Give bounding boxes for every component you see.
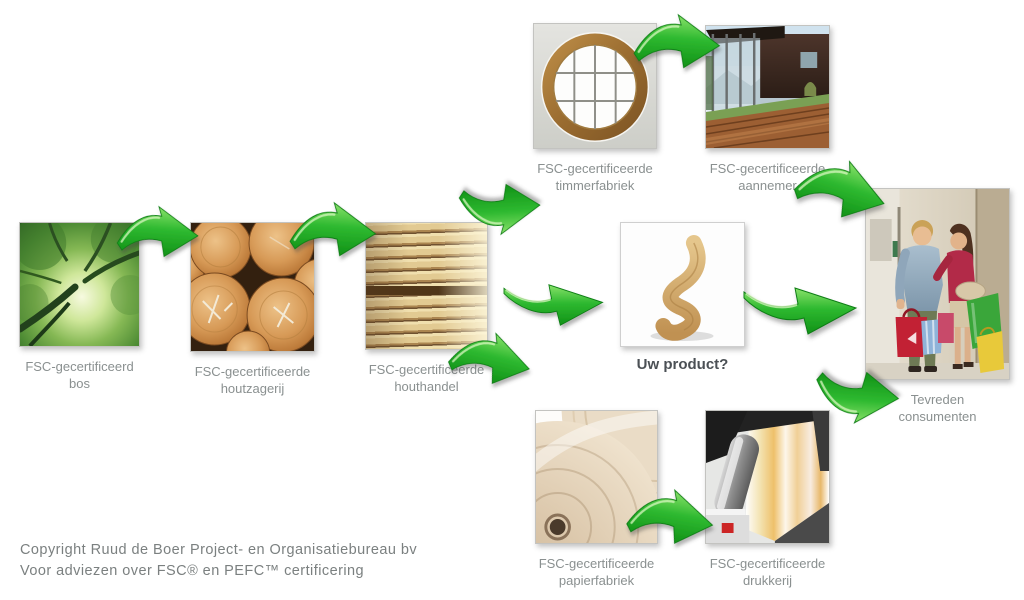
label-line2: houtzagerij [220,381,285,396]
arrow-product-to-consumers [742,286,858,336]
modern-house-illustration [706,26,829,148]
label-line1: FSC-gecertificeerde [709,161,826,176]
node-sawmill: FSC-gecertificeerde houtzagerij [190,222,315,397]
node-contractor: FSC-gecertificeerde aannemer [705,25,830,194]
chair-photo [620,222,745,347]
label-line2: timmerfabriek [555,178,635,193]
label-line2: houthandel [394,379,459,394]
stacked-logs-illustration [191,223,314,351]
copyright-line-2: Voor adviezen over FSC® en PEFC™ certifi… [20,563,365,579]
label-line1: FSC-gecertificeerde [709,556,826,571]
arrow-timber-trade-to-product [502,283,604,327]
shopping-couple-photo [865,188,1010,380]
sawn-timber-illustration [366,223,487,349]
label-drukkerij: FSC-gecertificeerde drukkerij [673,555,863,589]
label-line2: drukkerij [742,573,793,588]
label-aannemer: FSC-gecertificeerde aannemer [673,160,863,194]
label-houtzagerij: FSC-gecertificeerde houtzagerij [158,363,348,397]
round-wooden-window-illustration [534,24,656,148]
label-line1: FSC-gecertificeerde [194,364,311,379]
label-line1: Uw product? [636,356,729,373]
round-window-photo [533,23,657,149]
label-line2: papierfabriek [558,573,635,588]
label-consumenten: Tevreden consumenten [843,391,1024,425]
label-line1: Tevreden [910,392,965,407]
label-line1: FSC-gecertificeerd [25,359,134,374]
forest-photo [19,222,140,347]
label-papierfabriek: FSC-gecertificeerde papierfabriek [502,555,692,589]
printing-press-illustration [706,411,829,543]
copyright-line-1: Copyright Ruud de Boer Project- en Organ… [20,542,418,558]
label-line1: FSC-gecertificeerde [538,556,655,571]
plywood-chair-illustration [621,223,744,346]
label-line2: consumenten [898,409,977,424]
label-timmerfabriek: FSC-gecertificeerde timmerfabriek [500,160,690,194]
logs-photo [190,222,315,352]
paper-rolls-illustration [536,411,657,543]
node-carpentry-factory: FSC-gecertificeerde timmerfabriek [533,23,657,194]
house-photo [705,25,830,149]
label-houthandel: FSC-gecertificeerde houthandel [332,361,522,395]
label-line2: aannemer [738,178,797,193]
node-forest: FSC-gecertificeerd bos [19,222,140,392]
copyright: Copyright Ruud de Boer Project- en Organ… [20,540,417,582]
label-bos: FSC-gecertificeerd bos [0,358,175,392]
label-uw-product: Uw product? [588,356,778,373]
timber-stack-photo [365,222,488,350]
printing-press-photo [705,410,830,544]
shopping-couple-illustration [866,189,1009,379]
paper-rolls-photo [535,410,658,544]
label-line2: bos [69,376,90,391]
label-line1: FSC-gecertificeerde [537,161,653,176]
forest-canopy-illustration [20,223,139,346]
node-paper-factory: FSC-gecertificeerde papierfabriek [535,410,658,589]
node-your-product: Uw product? [620,222,745,373]
node-consumers: Tevreden consumenten [865,188,1010,425]
node-printing-house: FSC-gecertificeerde drukkerij [705,410,830,589]
label-line1: FSC-gecertificeerde [368,362,485,377]
node-timber-trade: FSC-gecertificeerde houthandel [365,222,488,395]
